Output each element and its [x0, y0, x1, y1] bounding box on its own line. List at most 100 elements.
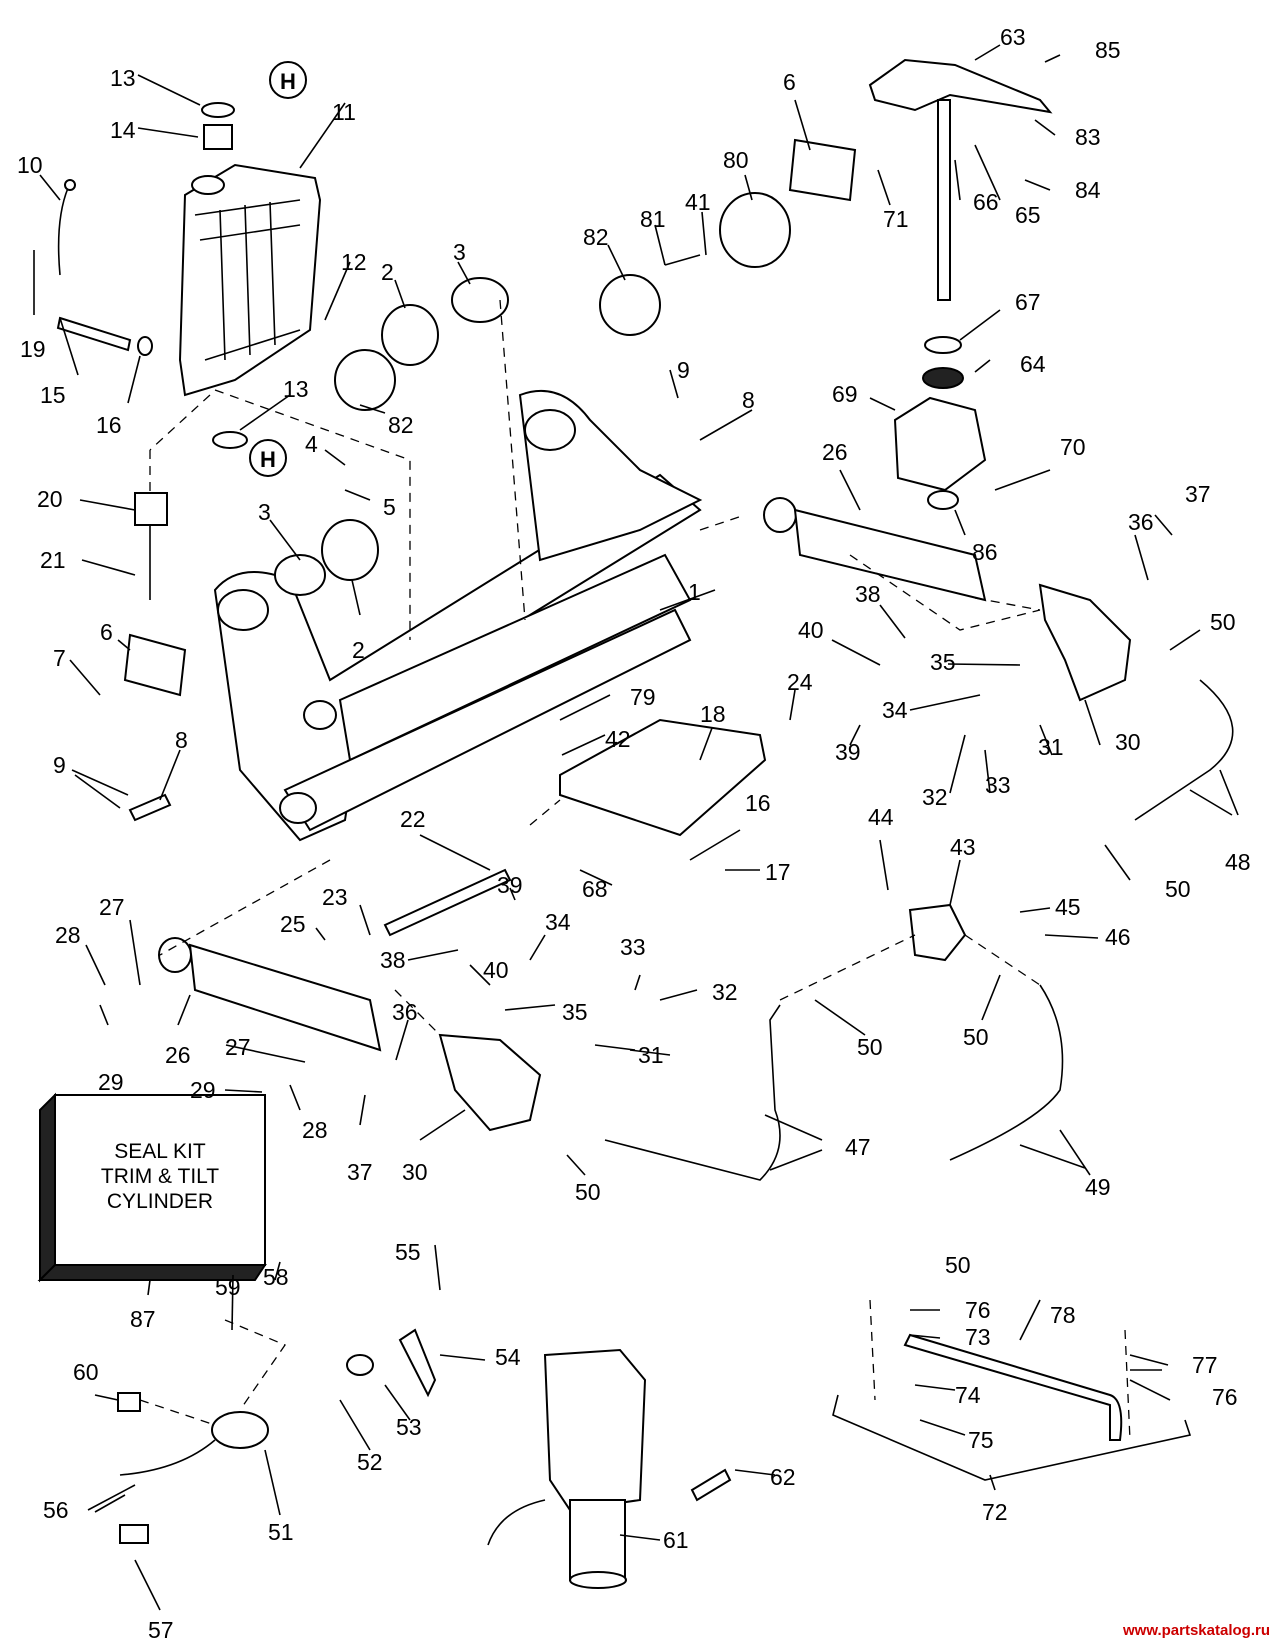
callout-78: 78	[1050, 1302, 1076, 1328]
bushing-86	[927, 490, 959, 510]
callout-26b: 26	[165, 1042, 191, 1068]
callout-29: 29	[98, 1069, 124, 1095]
steering-shaft	[937, 99, 951, 301]
callout-34b: 34	[545, 909, 571, 935]
callout-43: 43	[950, 834, 976, 860]
callout-8b: 8	[175, 727, 188, 753]
callout-32b: 32	[712, 979, 738, 1005]
callout-19: 19	[20, 336, 46, 362]
callout-86: 86	[972, 539, 998, 565]
screw-62	[690, 1468, 732, 1502]
seal-kit-box-87: SEAL KIT TRIM & TILT CYLINDER	[37, 1092, 267, 1283]
callout-82: 82	[583, 224, 609, 250]
callout-58: 58	[263, 1264, 289, 1290]
callout-46: 46	[1105, 924, 1131, 950]
drawing: H H	[37, 58, 1234, 1589]
callout-69: 69	[832, 381, 858, 407]
callout-50: 50	[1210, 609, 1236, 635]
callout-38: 38	[855, 581, 881, 607]
callout-27: 27	[99, 894, 125, 920]
callout-81: 81	[640, 206, 666, 232]
swivel-69	[893, 396, 987, 492]
callout-36: 36	[1128, 509, 1154, 535]
callout-71: 71	[883, 206, 909, 232]
ring-13-top	[201, 102, 235, 118]
callout-22: 22	[400, 806, 426, 832]
callout-14: 14	[110, 117, 136, 143]
steering-arm-63	[868, 58, 1053, 114]
callout-50b: 50	[1165, 876, 1191, 902]
hose-48	[1134, 679, 1234, 821]
callout-3b: 3	[258, 499, 271, 525]
bushing-3-lower	[274, 554, 326, 596]
shaft-22	[383, 868, 512, 937]
plate-6-left	[123, 633, 187, 697]
callout-83: 83	[1075, 124, 1101, 150]
callout-26: 26	[822, 439, 848, 465]
callout-17: 17	[765, 859, 791, 885]
callout-51: 51	[268, 1519, 294, 1545]
watermark: www.partskatalog.ru	[1122, 1622, 1270, 1639]
pin-8-left	[128, 793, 172, 822]
callout-76b: 76	[1212, 1384, 1238, 1410]
callout-63: 63	[1000, 24, 1026, 50]
callout-35: 35	[930, 649, 956, 675]
callout-24: 24	[787, 669, 813, 695]
callout-50f: 50	[945, 1252, 971, 1278]
callout-25: 25	[280, 911, 306, 937]
callout-13: 13	[110, 65, 136, 91]
block-20	[134, 492, 168, 526]
mount-80	[719, 192, 791, 268]
bolt-15	[56, 316, 132, 352]
seal-kit-line-3: CYLINDER	[107, 1190, 213, 1213]
manifold-43	[908, 903, 967, 962]
callout-56: 56	[43, 1497, 69, 1523]
switch-51	[211, 1411, 269, 1449]
callout-39: 39	[835, 739, 861, 765]
callout-48: 48	[1225, 849, 1251, 875]
callout-64: 64	[1020, 351, 1046, 377]
callout-31b: 31	[638, 1042, 664, 1068]
cylinder-26-right	[763, 497, 987, 602]
callout-16b: 16	[745, 790, 771, 816]
lever-54	[398, 1328, 437, 1398]
callout-85: 85	[1095, 37, 1121, 63]
callout-6b: 6	[100, 619, 113, 645]
callout-61: 61	[663, 1527, 689, 1553]
leader-lines	[33, 44, 1239, 1611]
washer-16	[137, 336, 153, 356]
bracket-30-right	[1038, 583, 1132, 702]
grease-symbol-glyph-2: H	[260, 447, 276, 472]
callout-65: 65	[1015, 202, 1041, 228]
grease-symbol-icon-2	[249, 439, 287, 477]
callout-67: 67	[1015, 289, 1041, 315]
hose-49	[949, 984, 1064, 1161]
callout-6: 6	[783, 69, 796, 95]
callout-10: 10	[17, 152, 43, 178]
callout-80: 80	[723, 147, 749, 173]
callout-34: 34	[882, 697, 908, 723]
callout-37: 37	[1185, 481, 1211, 507]
callout-20: 20	[37, 486, 63, 512]
callout-1: 1	[688, 579, 701, 605]
callouts: 1 2 2 3 3 4 5 6 6 7 8 8 9 9 10 11 12 13 …	[17, 24, 1251, 1641]
mount-2-lower	[321, 519, 379, 581]
callout-54: 54	[495, 1344, 521, 1370]
callout-2: 2	[381, 259, 394, 285]
callout-39b: 39	[497, 872, 523, 898]
cap-82-left	[334, 349, 396, 411]
callout-76: 76	[965, 1297, 991, 1323]
callout-36b: 36	[392, 999, 418, 1025]
terminal-57	[119, 1524, 149, 1544]
callout-75: 75	[968, 1427, 994, 1453]
callout-49: 49	[1085, 1174, 1111, 1200]
callout-50d: 50	[963, 1024, 989, 1050]
callout-12: 12	[341, 249, 367, 275]
callout-28: 28	[55, 922, 81, 948]
seal-kit-line-1: SEAL KIT	[114, 1140, 206, 1163]
bracket-30-lower	[438, 1033, 542, 1132]
callout-41: 41	[685, 189, 711, 215]
callout-7: 7	[53, 645, 66, 671]
callout-31: 31	[1038, 734, 1064, 760]
callout-84: 84	[1075, 177, 1101, 203]
